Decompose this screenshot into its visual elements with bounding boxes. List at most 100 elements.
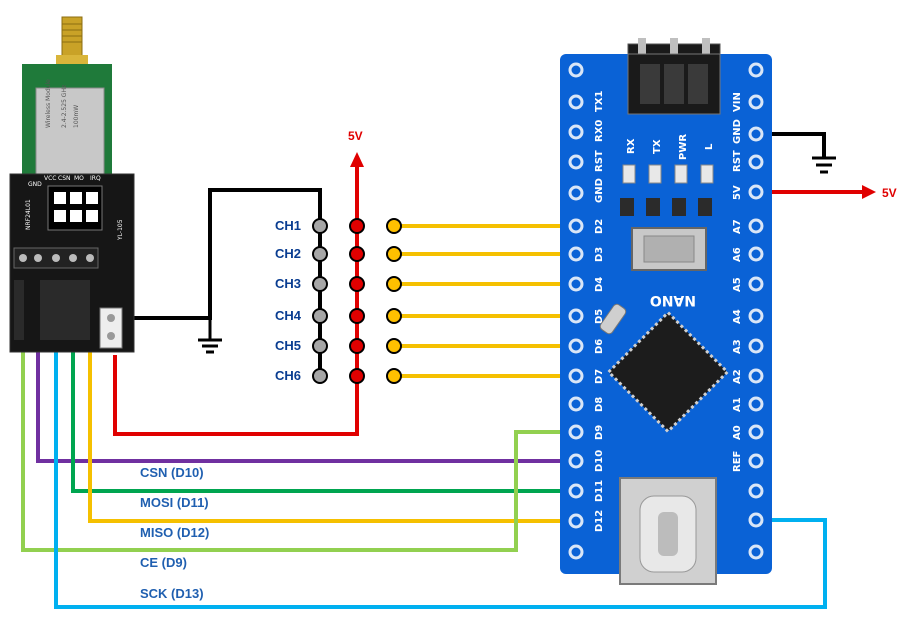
power-right-label: 5V (882, 186, 897, 200)
channel-row-6: CH6 (275, 368, 402, 384)
channel-row-2: CH2 (275, 246, 402, 262)
ce-wire (21, 262, 565, 552)
atmega-chip (606, 310, 730, 434)
pin-label-a1: A1 (732, 397, 743, 412)
ground-symbol-left (198, 318, 222, 354)
pin-label-d11: D11 (594, 480, 605, 502)
csn-label: CSN (D10) (140, 465, 204, 480)
ground-pin (312, 338, 328, 354)
radio-module-line2: 100mW (73, 105, 80, 128)
pin-label-d3: D3 (594, 247, 605, 262)
pin-label-vin: VIN (732, 92, 743, 112)
signal-pin (386, 218, 402, 234)
left-pin-holes (568, 62, 584, 560)
pin-label-tx1: TX1 (594, 90, 605, 112)
ground-pin (312, 218, 328, 234)
radio-power-header (99, 307, 123, 349)
pin-label-d10: D10 (594, 450, 605, 472)
pin-label-d6: D6 (594, 339, 605, 354)
signal-pin (386, 338, 402, 354)
power-pin (349, 338, 365, 354)
arduino-nano-board: TX1 RX0 RST GND D2 D3 D4 D5 D6 D7 D8 D9 … (560, 38, 772, 585)
channel-label: CH1 (275, 218, 301, 233)
channel-label: CH5 (275, 338, 301, 353)
pin-label-rx0: RX0 (594, 120, 605, 142)
radio-module-title: Wireless Module (45, 79, 52, 128)
signal-pin (386, 246, 402, 262)
sck-wire (54, 262, 827, 609)
power-pin (349, 218, 365, 234)
pin-label-a2: A2 (732, 369, 743, 384)
power-pin (349, 276, 365, 292)
ground-pin (312, 276, 328, 292)
nano-board-name: NANO (650, 292, 696, 308)
power-pin (349, 368, 365, 384)
right-pin-holes (748, 62, 764, 560)
radio-adapter-label: NRF24L01 (25, 199, 32, 230)
nano-pcb (560, 54, 772, 574)
top-pin-gnd: GND (28, 181, 42, 188)
channel-row-4: CH4 (275, 308, 402, 324)
top-pin-csn: CSN (58, 175, 71, 182)
pin-label-d5: D5 (594, 309, 605, 324)
pin-label-a3: A3 (732, 339, 743, 354)
ground-pin (312, 246, 328, 262)
radio-module-line1: 2.4-2.525 GHz (61, 85, 68, 128)
arduino-power-arrow (862, 185, 876, 199)
pin-label-d4: D4 (594, 277, 605, 292)
top-pin-irq: IRQ (90, 175, 101, 182)
antenna-connector (61, 16, 83, 58)
crystal (599, 303, 627, 335)
channel-row-5: CH5 (275, 338, 402, 354)
miso-wire (88, 262, 565, 523)
miso-label: MISO (D12) (140, 525, 209, 540)
pin-label-a0: A0 (732, 425, 743, 440)
power-bus-arrow (350, 152, 364, 167)
top-pin-vcc: VCC (44, 175, 56, 182)
channel-label: CH6 (275, 368, 301, 383)
signal-pin (386, 276, 402, 292)
ce-label: CE (D9) (140, 555, 187, 570)
pin-label-a6: A6 (732, 247, 743, 262)
ground-symbol-right (812, 156, 836, 174)
pin-label-gnd: GND (594, 178, 605, 203)
pin-label-ref: REF (732, 451, 743, 472)
ground-pin (312, 368, 328, 384)
signal-pin (386, 368, 402, 384)
pin-label-a4: A4 (732, 309, 743, 324)
pin-label-d7: D7 (594, 369, 605, 384)
channel-row-1: CH1 (275, 218, 402, 234)
signal-pin (386, 308, 402, 324)
channel-label: CH3 (275, 276, 301, 291)
arduino-ground-wire (760, 132, 826, 158)
channel-row-3: CH3 (275, 276, 402, 292)
pin-label-a5: A5 (732, 277, 743, 292)
pin-label-d12: D12 (594, 510, 605, 532)
channel-label: CH2 (275, 246, 301, 261)
pin-label-gnd-right: GND (732, 119, 743, 144)
power-top-label: 5V (348, 129, 363, 143)
radio-power-wire (113, 165, 359, 436)
mosi-label: MOSI (D11) (140, 495, 209, 510)
radio-shield (35, 87, 105, 175)
pin-label-d8: D8 (594, 397, 605, 412)
power-pin (349, 246, 365, 262)
ground-pin (312, 308, 328, 324)
led-label-l: L (704, 143, 715, 150)
pin-label-a7: A7 (732, 219, 743, 234)
power-pin (349, 308, 365, 324)
led-label-pwr: PWR (678, 134, 689, 160)
pin-label-rst: RST (594, 150, 605, 172)
nrf24-radio-module: Wireless Module 2.4-2.525 GHz 100mW NRF2… (9, 16, 135, 353)
pin-label-rst-right: RST (732, 150, 743, 172)
channel-label: CH4 (275, 308, 302, 323)
sck-label: SCK (D13) (140, 586, 204, 601)
pin-label-d2: D2 (594, 219, 605, 234)
pin-label-d9: D9 (594, 425, 605, 440)
led-label-tx: TX (652, 139, 663, 154)
led-label-rx: RX (626, 138, 637, 154)
pin-label-5v: 5V (732, 185, 743, 200)
top-pin-mo: MO (74, 175, 84, 182)
radio-adapter-model: YL-105 (117, 219, 124, 241)
